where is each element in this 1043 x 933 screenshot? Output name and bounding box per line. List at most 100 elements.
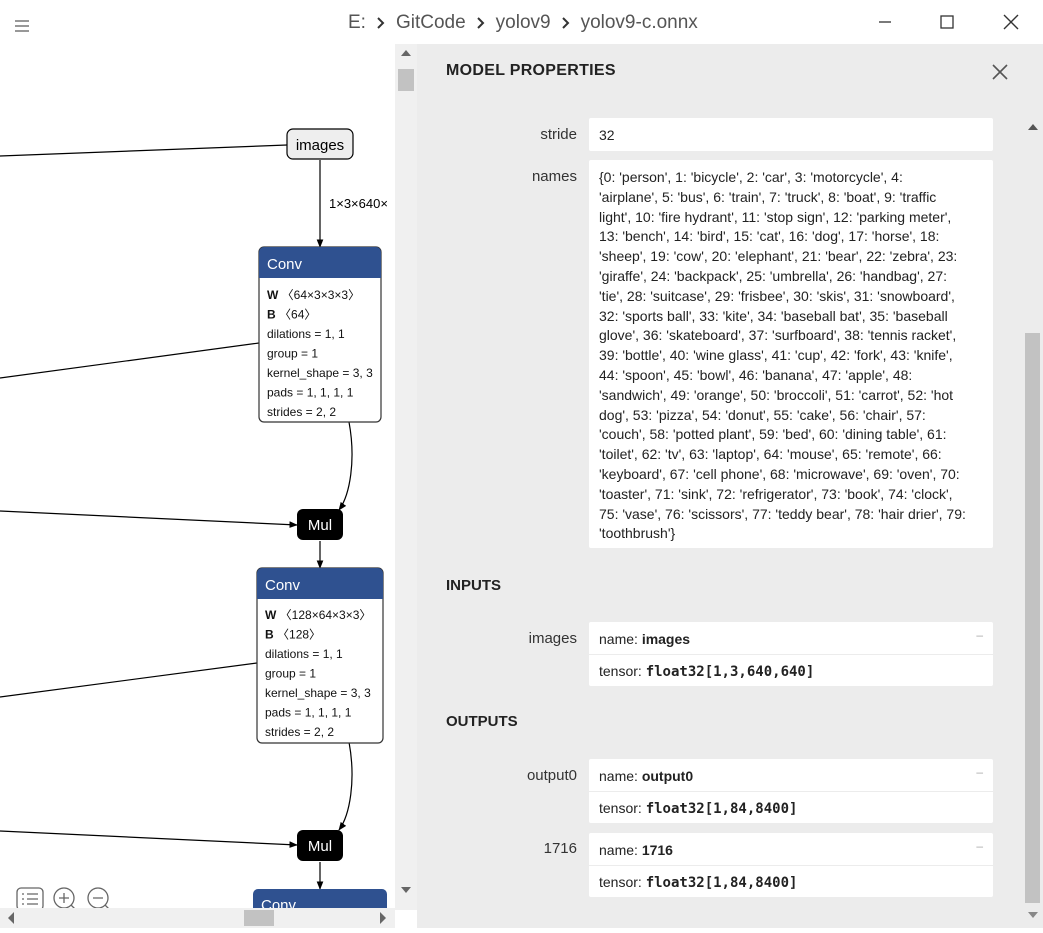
property-label-names: names (531, 168, 577, 185)
names-line: glove', 36: 'skateboard', 37: 'surfboard… (599, 327, 957, 344)
breadcrumb-item-yolov9[interactable]: yolov9 (495, 12, 551, 33)
graph-edge (0, 830, 298, 849)
attribute-value: strides = 2, 2 (267, 405, 336, 419)
graph-node-conv[interactable]: Conv W 〈128×64×3×3〉B 〈128〉dilations = 1,… (256, 567, 384, 744)
panel-title: MODEL PROPERTIES (446, 62, 616, 79)
close-window-button[interactable] (994, 8, 1028, 36)
expand-toggle[interactable]: – (976, 765, 983, 779)
names-line: 32: 'sports ball', 33: 'kite', 34: 'base… (599, 307, 948, 324)
graph-node-mul[interactable]: Mul (297, 509, 343, 540)
node-attribute: pads = 1, 1, 1, 1 (267, 386, 354, 400)
menu-icon[interactable] (10, 14, 34, 38)
input-name-row: name: images (599, 631, 691, 647)
attribute-key: B (265, 628, 274, 642)
property-value-names[interactable]: {0: 'person', 1: 'bicycle', 2: 'car', 3:… (589, 160, 993, 548)
graph-edge (0, 510, 298, 529)
breadcrumb: E: GitCode yolov9 yolov9-c.onnx (348, 9, 698, 37)
maximize-icon (940, 15, 954, 29)
node-attribute: B 〈64〉 (267, 308, 316, 322)
names-value: {0: 'person', 1: 'bicycle', 2: 'car', 3:… (589, 160, 993, 552)
attribute-value: dilations = 1, 1 (265, 647, 343, 661)
close-icon (1003, 14, 1019, 30)
attribute-value: 〈64〉 (279, 308, 316, 322)
names-line: 'toothbrush'} (599, 525, 676, 542)
node-title: Conv (265, 577, 301, 594)
breadcrumb-item-gitcode[interactable]: GitCode (395, 12, 466, 33)
node-label: images (296, 137, 344, 154)
names-line: 39: 'bottle', 40: 'wine glass', 41: 'cup… (599, 347, 953, 364)
graph-edge (338, 741, 353, 831)
output-label-1716: 1716 (543, 840, 577, 857)
chevron-right-icon (377, 17, 385, 29)
output-tensor-row: tensor: float32[1,84,8400] (599, 874, 798, 891)
graph-edge (0, 342, 260, 379)
graph-canvas[interactable]: images 1×3×640× Conv W 〈64×3×3×3〉 B 〈64〉 d… (0, 44, 395, 910)
attribute-value: pads = 1, 1, 1, 1 (265, 706, 352, 720)
node-attribute: dilations = 1, 1 (265, 647, 343, 661)
node-attribute: strides = 2, 2 (265, 725, 334, 739)
outputs-heading: OUTPUTS (446, 713, 518, 730)
output-tensor-row: tensor: float32[1,84,8400] (599, 800, 798, 817)
names-line: 75: 'vase', 76: 'scissors', 77: 'teddy b… (599, 505, 966, 522)
attribute-value: kernel_shape = 3, 3 (265, 686, 371, 700)
expand-toggle[interactable]: – (976, 628, 983, 642)
attribute-value: strides = 2, 2 (265, 725, 334, 739)
breadcrumb-item-file[interactable]: yolov9-c.onnx (580, 12, 698, 33)
attribute-value: group = 1 (267, 347, 318, 361)
close-icon (992, 64, 1008, 80)
attribute-key: W (267, 288, 279, 302)
names-line: 'airplane', 5: 'bus', 6: 'train', 7: 'tr… (599, 188, 937, 205)
input-tensor-row: tensor: float32[1,3,640,640] (599, 663, 815, 680)
names-line: 'toaster', 71: 'sink', 72: 'refrigerator… (599, 485, 953, 502)
names-line: {0: 'person', 1: 'bicycle', 2: 'car', 3:… (599, 169, 903, 185)
node-label: Mul (308, 517, 332, 534)
node-label: Mul (308, 838, 332, 855)
names-line: 44: 'spoon', 45: 'bowl', 46: 'banana', 4… (599, 366, 913, 383)
expand-toggle[interactable]: – (976, 839, 983, 853)
input-images-box[interactable]: name: images tensor: float32[1,3,640,640… (589, 622, 993, 686)
panel-vertical-scrollbar[interactable] (1022, 118, 1042, 926)
graph-node-conv[interactable]: Conv W 〈64×3×3×3〉 B 〈64〉 dilations = 1, 1 g… (258, 246, 382, 423)
zoom-in-button[interactable] (53, 887, 77, 910)
breadcrumb-item-drive[interactable]: E: (348, 12, 366, 33)
attribute-value: dilations = 1, 1 (267, 327, 345, 341)
graph-node-mul[interactable]: Mul (297, 830, 343, 861)
minimize-button[interactable] (868, 8, 902, 36)
node-attribute: W 〈64×3×3×3〉 (267, 288, 360, 302)
attribute-value: 〈128×64×3×3〉 (280, 608, 372, 622)
attribute-value: 〈128〉 (277, 628, 321, 642)
graph-edge (0, 144, 288, 157)
names-line: 13: 'bench', 14: 'bird', 15: 'cat', 16: … (599, 228, 940, 245)
node-attribute: B 〈128〉 (265, 628, 321, 642)
output-name-row: name: 1716 (599, 842, 673, 858)
node-title: Conv (261, 897, 297, 910)
node-attribute: group = 1 (265, 667, 316, 681)
graph-edge (338, 421, 353, 511)
property-value-stride[interactable]: 32 (589, 118, 993, 151)
maximize-button[interactable] (930, 8, 964, 36)
stride-value: 32 (599, 127, 615, 143)
minimize-icon (879, 21, 891, 23)
inputs-heading: INPUTS (446, 577, 502, 594)
close-panel-button[interactable] (986, 58, 1014, 86)
output-1716-box[interactable]: name: 1716 tensor: float32[1,84,8400] – (589, 833, 993, 897)
attribute-value: pads = 1, 1, 1, 1 (267, 386, 354, 400)
attribute-key: B (267, 308, 276, 322)
output-name-row: name: output0 (599, 768, 694, 784)
chevron-right-icon (476, 17, 485, 29)
node-title: Conv (267, 256, 303, 273)
graph-node-images[interactable]: images (286, 128, 354, 160)
output-label-output0: output0 (526, 767, 577, 784)
node-attribute: kernel_shape = 3, 3 (265, 686, 371, 700)
graph-vertical-scrollbar[interactable] (395, 44, 417, 910)
node-attribute: strides = 2, 2 (267, 405, 336, 419)
output-output0-box[interactable]: name: output0 tensor: float32[1,84,8400]… (589, 759, 993, 823)
list-view-button[interactable] (16, 887, 44, 910)
zoom-out-button[interactable] (87, 887, 111, 910)
graph-node-conv-partial[interactable]: Conv (253, 889, 387, 910)
edge-label: 1×3×640× (329, 196, 388, 211)
names-line: 'sheep', 19: 'cow', 20: 'elephant', 21: … (599, 248, 958, 265)
chevron-right-icon (561, 17, 569, 29)
graph-horizontal-scrollbar[interactable] (0, 908, 395, 928)
property-label-stride: stride (540, 126, 577, 143)
